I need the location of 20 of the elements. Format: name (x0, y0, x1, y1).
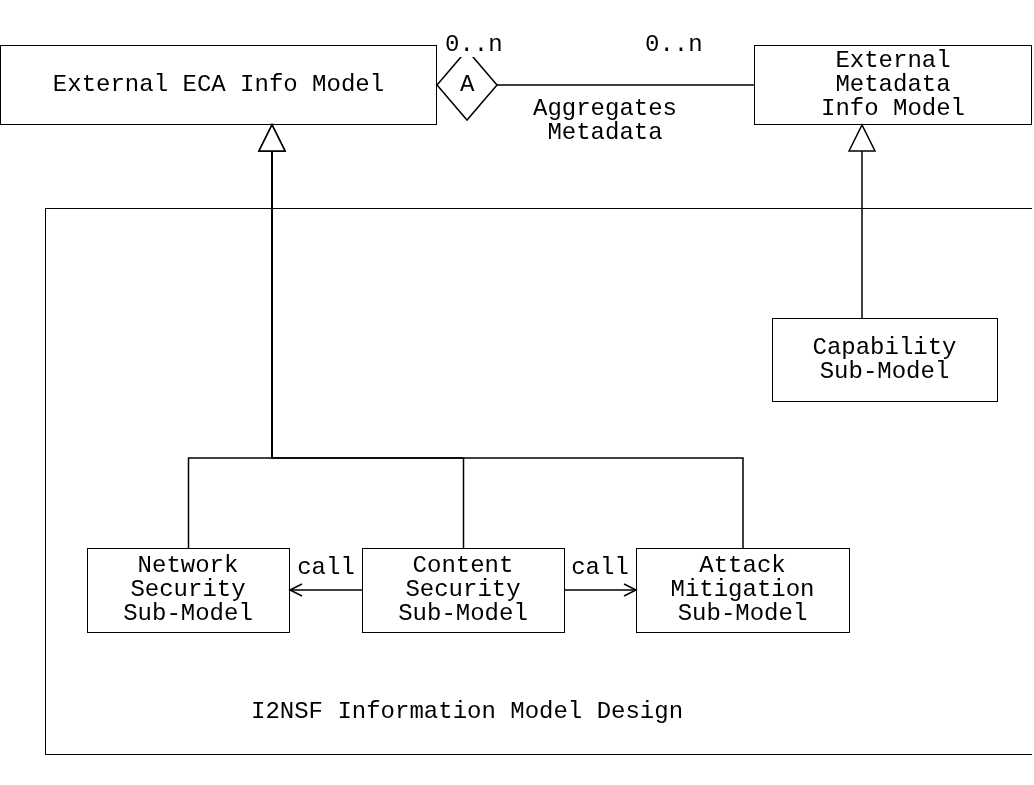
box-label: External ECA Info Model (52, 73, 385, 97)
sub-model-box (86, 547, 290, 633)
inheritance-arrow (258, 124, 744, 549)
multiplicity-label: 0..n (445, 33, 503, 57)
sub-model-box (635, 547, 850, 633)
aggregation-label: A (460, 73, 475, 97)
class-box (754, 45, 1032, 125)
class-box (0, 45, 437, 125)
box-label: Content Security Sub-Model (397, 554, 529, 626)
box-label: Network Security Sub-Model (122, 554, 254, 626)
sub-model-box (771, 317, 998, 402)
arrow (564, 583, 637, 597)
box-label: External Metadata Info Model (820, 49, 966, 121)
sub-model-box (361, 547, 565, 633)
inheritance-arrow (848, 124, 876, 319)
box-label: Attack Mitigation Sub-Model (669, 554, 816, 626)
box-label: Capability Sub-Model (811, 335, 958, 384)
container-box (45, 208, 1032, 755)
arrow (289, 583, 363, 597)
container-title: I2NSF Information Model Design (251, 700, 684, 724)
